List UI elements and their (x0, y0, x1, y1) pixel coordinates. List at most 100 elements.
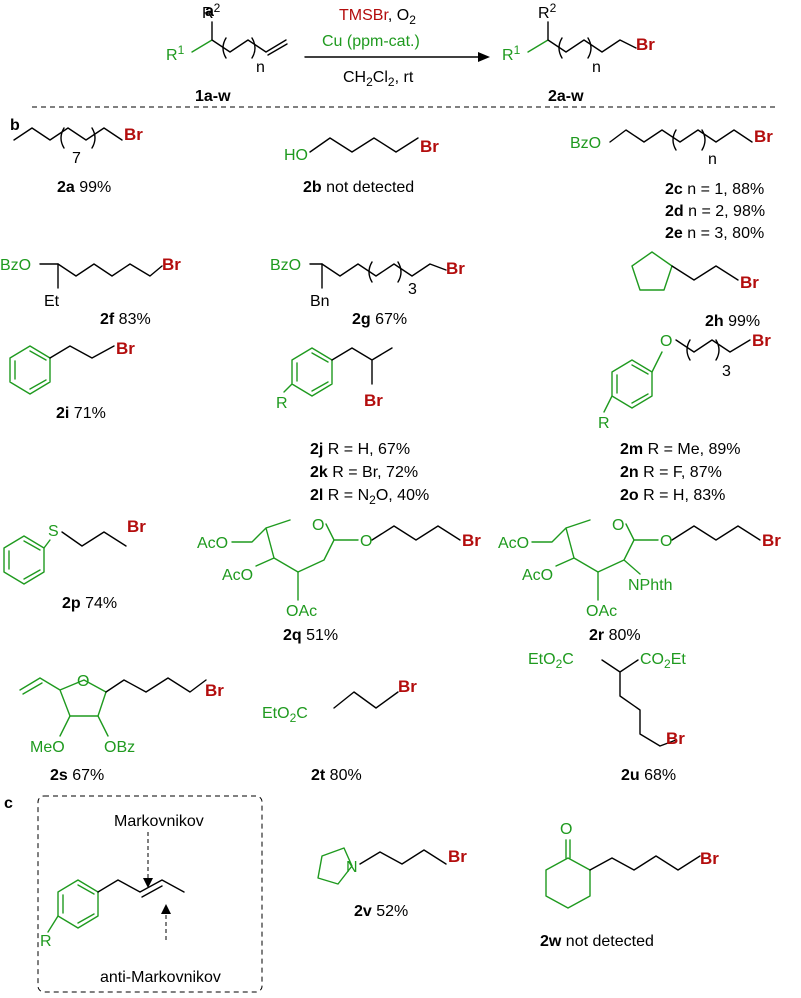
svg-text:2h 99%: 2h 99% (705, 313, 760, 330)
compound-2j-2l: R Br 2j R = H, 67% 2k R = Br, 72% 2l R =… (276, 347, 429, 507)
svg-text:O: O (360, 533, 372, 550)
svg-text:3: 3 (722, 363, 731, 380)
svg-text:CO2Et: CO2Et (640, 651, 686, 671)
r2-label: R2 (202, 1, 221, 22)
svg-text:Br: Br (666, 729, 685, 748)
compound-2h: Br 2h 99% (631, 251, 760, 330)
svg-text:R2: R2 (538, 1, 557, 22)
svg-text:2p 74%: 2p 74% (62, 595, 117, 612)
svg-text:2t 80%: 2t 80% (311, 767, 362, 784)
svg-text:2b not detected: 2b not detected (303, 179, 414, 196)
svg-text:O: O (612, 517, 624, 534)
svg-text:O: O (77, 673, 89, 690)
starting-material: R2 R1 n 1a-w (166, 1, 288, 105)
compound-2b: HO Br 2b not detected (284, 137, 439, 196)
product-label: 2a-w (548, 88, 584, 105)
compound-2s: O MeO OBz Br 2s 67% (19, 673, 224, 784)
reaction-arrow (304, 52, 490, 62)
svg-text:Br: Br (364, 391, 383, 410)
svg-text:2o R = H, 83%: 2o R = H, 83% (620, 487, 725, 504)
svg-text:n: n (592, 59, 601, 76)
svg-text:AcO: AcO (522, 567, 553, 584)
svg-text:AcO: AcO (197, 535, 228, 552)
svg-text:Br: Br (754, 127, 773, 146)
n-label: n (256, 59, 265, 76)
svg-text:Br: Br (700, 849, 719, 868)
reagent-tmsbr: TMSBr, O2 (339, 7, 416, 27)
svg-text:2j R = H, 67%: 2j R = H, 67% (310, 441, 410, 458)
svg-text:NPhth: NPhth (628, 577, 672, 594)
svg-text:R1: R1 (502, 43, 521, 64)
svg-text:O: O (560, 821, 572, 838)
panel-label-b: b (10, 117, 20, 134)
svg-text:Br: Br (762, 531, 781, 550)
svg-text:Br: Br (446, 259, 465, 278)
svg-text:EtO2C: EtO2C (262, 705, 308, 725)
compound-2q: AcO O AcO OAc O Br 2q 51% (197, 517, 481, 644)
svg-text:Br: Br (636, 35, 655, 54)
svg-text:Br: Br (448, 847, 467, 866)
compound-2w: O Br 2w not detected (540, 821, 719, 950)
svg-text:MeO: MeO (30, 739, 65, 756)
compound-2c-2e: BzO n Br 2c n = 1, 88% 2d n = 2, 98% 2e … (570, 127, 773, 242)
svg-text:Et: Et (44, 293, 60, 310)
svg-text:2d n = 2, 98%: 2d n = 2, 98% (665, 203, 765, 220)
svg-text:n: n (708, 151, 717, 168)
svg-text:N: N (346, 859, 358, 876)
svg-text:2g 67%: 2g 67% (352, 311, 407, 328)
svg-text:Markovnikov: Markovnikov (114, 813, 204, 830)
svg-text:O: O (312, 517, 324, 534)
svg-text:BzO: BzO (270, 257, 301, 274)
svg-text:anti-Markovnikov: anti-Markovnikov (100, 969, 221, 986)
svg-text:7: 7 (72, 150, 81, 167)
svg-text:Br: Br (752, 331, 771, 350)
compound-2a: 7 Br 2a 99% (13, 125, 143, 196)
svg-text:Br: Br (398, 677, 417, 696)
svg-text:S: S (48, 523, 59, 540)
svg-text:2v 52%: 2v 52% (354, 903, 408, 920)
svg-text:AcO: AcO (498, 535, 529, 552)
svg-text:BzO: BzO (570, 135, 601, 152)
svg-text:2e n = 3, 80%: 2e n = 3, 80% (665, 225, 764, 242)
svg-text:Br: Br (462, 531, 481, 550)
svg-text:BzO: BzO (0, 257, 31, 274)
svg-text:2u 68%: 2u 68% (621, 767, 676, 784)
svg-text:R: R (276, 395, 288, 412)
compound-2m-2o: O 3 Br R 2m R = Me, 89% 2n R = F, 87% 2o… (598, 331, 771, 504)
svg-text:R: R (598, 415, 610, 432)
selectivity-scheme: Markovnikov R anti-Markovnikov (40, 813, 221, 986)
svg-text:Br: Br (205, 681, 224, 700)
compound-2g: BzO 3 Bn Br 2g 67% (270, 257, 465, 328)
svg-text:2f 83%: 2f 83% (100, 311, 151, 328)
svg-text:Br: Br (420, 137, 439, 156)
svg-text:Br: Br (127, 517, 146, 536)
svg-text:2k R = Br, 72%: 2k R = Br, 72% (310, 464, 418, 481)
panel-label-c: c (4, 795, 13, 812)
svg-text:2r 80%: 2r 80% (589, 627, 641, 644)
compound-2f: BzO Et Br 2f 83% (0, 255, 181, 328)
compound-2v: N Br 2v 52% (317, 847, 467, 920)
svg-text:2n R = F, 87%: 2n R = F, 87% (620, 464, 722, 481)
svg-text:AcO: AcO (222, 567, 253, 584)
svg-text:2s 67%: 2s 67% (50, 767, 104, 784)
svg-text:OAc: OAc (286, 603, 317, 620)
svg-text:Br: Br (124, 125, 143, 144)
catalyst-cu: Cu (ppm-cat.) (322, 33, 420, 50)
svg-text:2l R = N2O, 40%: 2l R = N2O, 40% (310, 487, 429, 507)
start-label: 1a-w (195, 88, 231, 105)
svg-text:EtO2C: EtO2C (528, 651, 574, 671)
svg-text:2q 51%: 2q 51% (283, 627, 338, 644)
svg-text:3: 3 (408, 281, 417, 298)
product-general: R2 R1 n Br 2a-w (502, 1, 655, 105)
svg-text:2w not detected: 2w not detected (540, 933, 654, 950)
svg-text:2i 71%: 2i 71% (56, 405, 106, 422)
compound-2r: AcO O AcO OAc NPhth O Br 2r 80% (498, 517, 781, 644)
svg-text:O: O (660, 333, 672, 350)
svg-text:2m R = Me, 89%: 2m R = Me, 89% (620, 441, 741, 458)
svg-text:O: O (660, 533, 672, 550)
svg-text:R: R (40, 933, 52, 950)
svg-text:2a 99%: 2a 99% (57, 179, 111, 196)
svg-text:OAc: OAc (586, 603, 617, 620)
compound-2t: EtO2C Br 2t 80% (262, 677, 417, 784)
